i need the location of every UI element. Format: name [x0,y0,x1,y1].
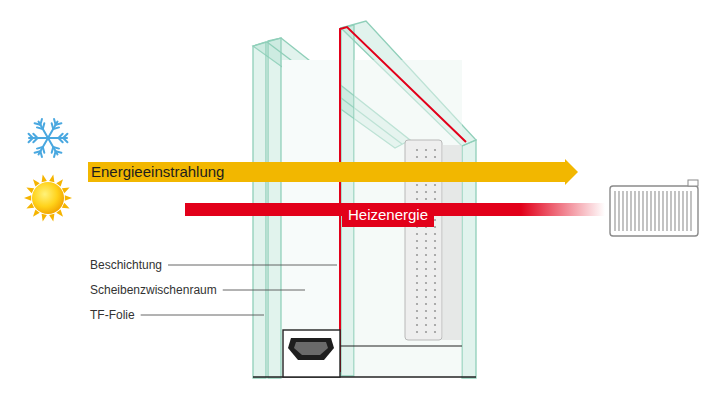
band-text: Energieeinstrahlung [91,163,224,181]
glass-sheet [341,25,354,376]
snowflake-branch [53,127,59,129]
radiator-icon [610,180,698,236]
energy-band-label: Energieeinstrahlung [88,162,228,182]
sun-ray [26,188,34,194]
radiator-fin [658,191,659,231]
snowflake-branch [37,147,43,149]
sun-ray [65,195,72,200]
sun-ray [26,203,34,209]
energy-arrowhead [565,159,578,185]
sun-ray [42,175,47,183]
snowflake-branch [43,123,45,129]
snowflake-branch [40,119,42,125]
sun-ray [24,195,31,200]
leader-line [141,315,264,316]
edge-seal [253,330,476,377]
radiator-fin [634,191,635,231]
radiator-fin [670,191,671,231]
part-label: Scheibenzwischenraum [90,283,217,297]
radiator-fin [626,191,627,231]
leader-line [223,290,305,291]
leader-line [168,265,337,266]
radiator-fin [630,191,631,231]
radiator-fin [678,191,679,231]
radiator-fin [642,191,643,231]
radiator-fin [650,191,651,231]
radiator-fin [614,191,615,231]
cavity [282,60,339,330]
radiator-body [610,186,698,236]
radiator-fin [654,191,655,231]
snowflake-branch [54,151,56,157]
snowflake-branch [29,134,33,138]
spacer-box [283,330,340,377]
radiator-fin [686,191,687,231]
band-text: Heizenergie [348,206,428,224]
sun-ray [49,175,54,183]
heat-band-label: Heizenergie [342,203,434,227]
radiator-fin [646,191,647,231]
sun-ray [62,188,70,194]
right-pane [341,21,476,378]
sun-ray [42,214,47,222]
radiator-fin [622,191,623,231]
energy-band [88,162,566,182]
radiator-fin [682,191,683,231]
spacer-edge [340,345,462,346]
snowflake-branch [56,123,62,125]
snowflake-icon [29,119,68,157]
snowflake-branch [63,138,67,142]
radiator-fin [674,191,675,231]
radiator-fin [690,191,691,231]
part-label: Beschichtung [90,258,162,272]
sun-ray [62,203,70,209]
radiator-valve [688,180,698,186]
spacer-profile [288,338,334,360]
sun-icon [24,175,72,222]
snowflake-branch [33,134,37,138]
snowflake-branch [52,147,54,153]
sun-disc [32,182,64,214]
snowflake-branch [58,138,62,142]
part-label: TF-Folie [90,308,135,322]
coating-outline [340,27,466,372]
radiator-fin [638,191,639,231]
radiator-fin [666,191,667,231]
radiator-fin [618,191,619,231]
radiator-fin [662,191,663,231]
spacer-profile-inner [294,342,328,355]
snowflake-branch [35,151,41,153]
sun-ray [49,214,54,222]
